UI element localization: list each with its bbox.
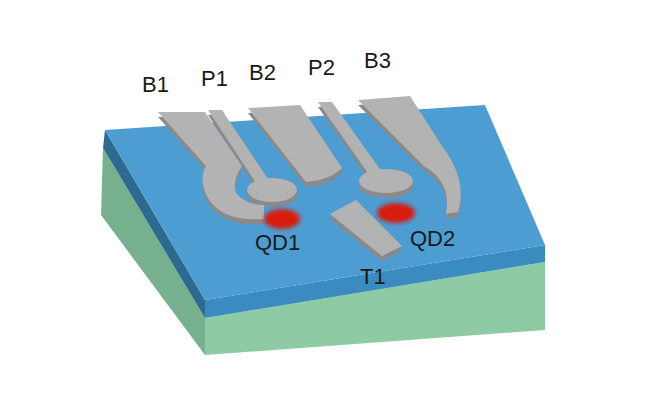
- dot-label: QD2: [410, 228, 455, 250]
- quantum-dot: [264, 209, 300, 229]
- layer-top: [105, 105, 545, 300]
- gate-label: P1: [201, 68, 228, 90]
- gate-electrodes: [158, 96, 461, 256]
- dot-label: QD1: [255, 232, 300, 254]
- gate-label: B2: [249, 62, 276, 84]
- quantum-dot: [377, 203, 415, 223]
- gate-label: P2: [308, 57, 335, 79]
- gate-label: T1: [360, 266, 386, 288]
- gate-label: B1: [142, 74, 169, 96]
- gate-label: B3: [364, 50, 391, 72]
